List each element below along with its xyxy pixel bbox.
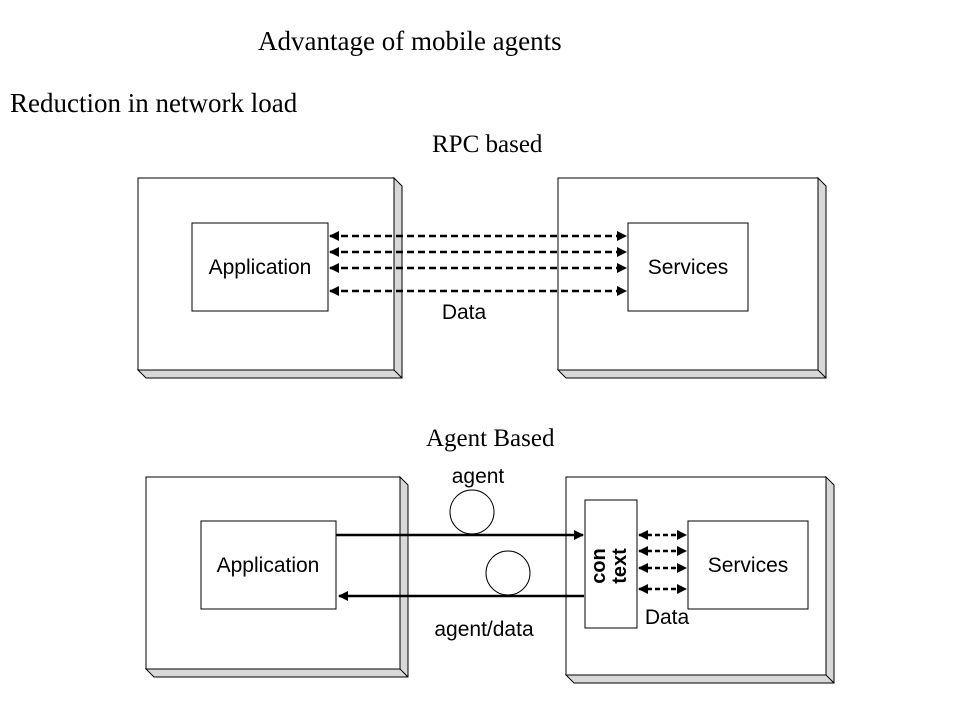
page-title: Advantage of mobile agents — [258, 26, 562, 56]
agent-data-label: agent/data — [434, 618, 534, 641]
agent-circle — [449, 489, 495, 535]
agent-services-label: Services — [708, 554, 789, 577]
context-label-bottom: text — [609, 548, 631, 584]
context-box: con text — [584, 499, 638, 629]
context-data-label: Data — [645, 606, 690, 629]
rpc-services-label: Services — [648, 256, 729, 279]
rpc-data-arrows — [329, 231, 627, 296]
agent-application-box: Application — [200, 520, 337, 610]
section-heading: Reduction in network load — [10, 88, 298, 118]
context-label-top: con — [588, 548, 610, 584]
agent-section-label: Agent Based — [426, 425, 555, 452]
rpc-application-box: Application — [191, 222, 329, 312]
rpc-application-label: Application — [209, 256, 312, 279]
agent-data-circle — [485, 550, 531, 596]
rpc-server-host — [556, 176, 827, 379]
rpc-services-box: Services — [627, 222, 749, 312]
agent-label: agent — [452, 465, 505, 488]
rpc-data-label: Data — [442, 301, 487, 324]
agent-application-label: Application — [217, 554, 320, 577]
rpc-section-label: RPC based — [432, 131, 543, 158]
agent-services-box: Services — [687, 520, 809, 610]
